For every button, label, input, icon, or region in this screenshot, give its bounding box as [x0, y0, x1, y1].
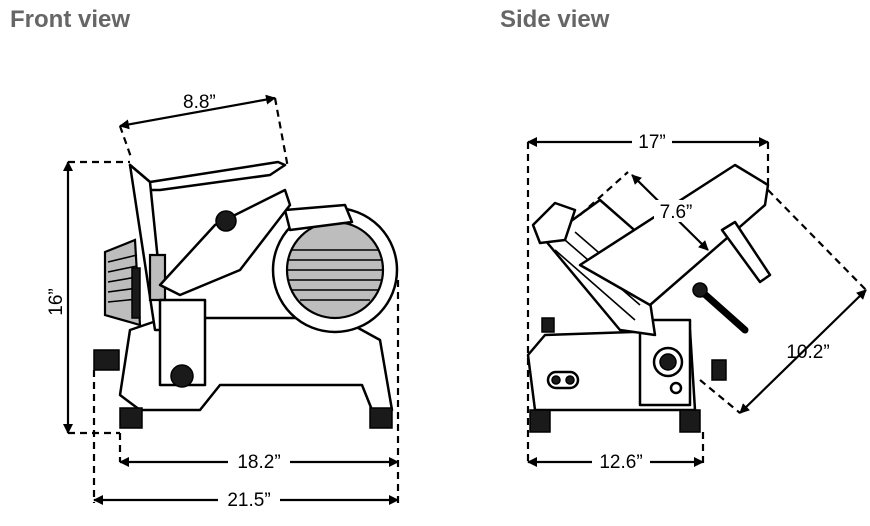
side-top-knob — [531, 201, 577, 245]
front-foot-right — [369, 407, 393, 429]
front-pusher-arm — [158, 188, 292, 297]
front-total-width-label: 21.5” — [227, 490, 270, 511]
front-base-width-label: 18.2” — [237, 452, 280, 473]
front-foot-left — [119, 407, 143, 429]
side-diagonal-dimension — [739, 289, 867, 414]
side-top-width-label: 17” — [638, 132, 665, 153]
front-carriage-knob — [215, 210, 237, 232]
front-top-width-label: 8.8” — [183, 92, 216, 113]
front-blade-guard — [283, 203, 354, 232]
front-height-label: 16” — [46, 288, 67, 315]
front-view-slicer-illustration — [93, 160, 399, 429]
side-foot-right — [679, 409, 701, 433]
side-diagonal-label: 10.2” — [786, 342, 829, 363]
front-dimensions — [63, 94, 400, 505]
front-view-title: Front view — [10, 6, 131, 33]
front-top-width-dimension — [119, 94, 276, 130]
front-column — [158, 298, 207, 387]
side-view-title: Side view — [500, 6, 610, 33]
front-carriage-tray — [128, 160, 287, 192]
side-handle — [696, 286, 749, 334]
front-thickness-knob — [170, 364, 194, 388]
side-view-slicer-illustration — [526, 163, 772, 433]
side-carriage-label: 7.6” — [660, 202, 693, 223]
side-foot-left — [529, 409, 551, 433]
front-side-knob — [93, 349, 120, 371]
side-base-width-label: 12.6” — [599, 452, 642, 473]
